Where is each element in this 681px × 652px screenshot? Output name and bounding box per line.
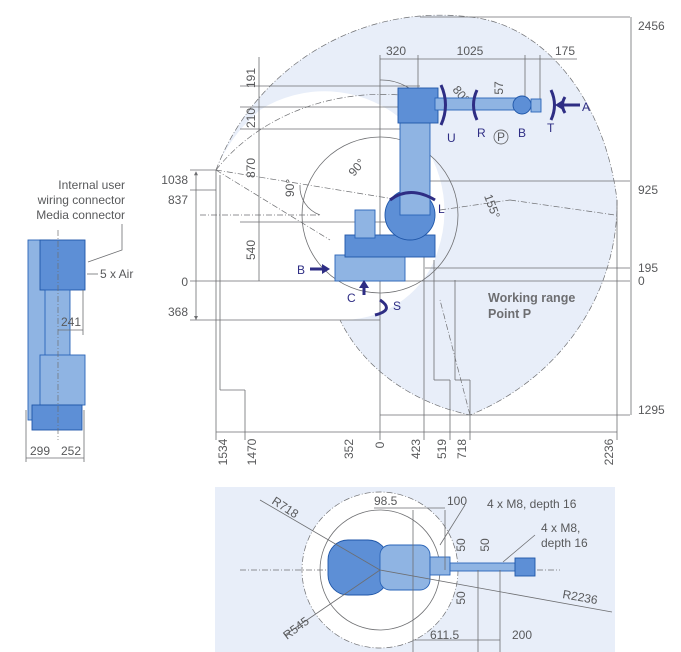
dim-0-left: 0: [181, 275, 188, 289]
dim-718: 718: [455, 439, 469, 459]
reference-lines: [190, 16, 630, 440]
dim-1295: 1295: [638, 403, 665, 417]
dim-57: 57: [492, 81, 506, 95]
m8-label-2b: depth 16: [541, 536, 588, 550]
axis-t-label: T: [547, 121, 555, 135]
dim-2456: 2456: [638, 19, 665, 33]
dim-200: 200: [512, 628, 532, 642]
radius-2236: R2236: [561, 587, 599, 607]
side-view-small: Internal user wiring connector Media con…: [25, 178, 133, 462]
top-dimensions: 320 1025 175 57: [380, 44, 577, 95]
dim-175: 175: [555, 44, 575, 58]
dim-0-right: 0: [638, 274, 645, 288]
axis-u-label: U: [447, 131, 456, 145]
connector-label-1: Internal user: [58, 178, 125, 192]
robot-side-view: [334, 87, 542, 282]
working-range-label-1: Working range: [488, 291, 575, 305]
dim-925: 925: [638, 183, 658, 197]
dim-1025: 1025: [457, 44, 484, 58]
dim-50-b: 50: [478, 538, 492, 552]
connector-label-2: wiring connector: [37, 193, 125, 207]
vertical-dimensions: 191 210 870 540: [244, 57, 260, 281]
dim-519: 519: [435, 439, 449, 459]
dim-870: 870: [244, 158, 258, 178]
axis-symbols: U R B T A L S C B P: [297, 84, 590, 317]
axis-r-label: R: [477, 126, 486, 140]
m8-label-1: 4 x M8, depth 16: [487, 497, 577, 511]
axis-b-label: B: [518, 126, 526, 140]
dim-0-bottom: 0: [373, 441, 387, 448]
angle-90-upper: 90°: [346, 156, 369, 179]
axis-c-label: C: [347, 291, 356, 305]
m8-label-2a: 4 x M8,: [541, 521, 580, 535]
air-label: 5 x Air: [100, 267, 133, 281]
right-dimensions: 2456 925 195 0 1295: [630, 17, 665, 417]
dim-1470: 1470: [245, 438, 259, 465]
point-p-marker: P: [497, 130, 505, 144]
dim-423: 423: [409, 439, 423, 459]
axis-b-side-label: B: [297, 263, 305, 277]
dim-352: 352: [342, 439, 356, 459]
dim-2236: 2236: [602, 438, 616, 465]
dim-299: 299: [30, 444, 50, 458]
dim-611-5: 611.5: [430, 628, 459, 642]
dim-368: 368: [168, 305, 188, 319]
dim-320: 320: [386, 44, 406, 58]
dim-50-a: 50: [454, 538, 468, 552]
dim-241: 241: [61, 315, 81, 329]
dim-1534: 1534: [216, 438, 230, 465]
dim-252: 252: [61, 444, 81, 458]
dim-837: 837: [168, 193, 188, 207]
dim-195: 195: [638, 261, 658, 275]
dim-540: 540: [244, 240, 258, 260]
working-range-label-2: Point P: [488, 307, 531, 321]
dim-210: 210: [244, 108, 258, 128]
bottom-dimensions: 1534 1470 352 0 423 519 718 2236: [216, 431, 617, 465]
dim-1038: 1038: [161, 173, 188, 187]
dim-191: 191: [244, 68, 258, 88]
axis-s-label: S: [393, 299, 401, 313]
connector-label-3: Media connector: [36, 208, 125, 222]
top-view: [215, 487, 615, 652]
angle-90-left: 90°: [283, 179, 297, 197]
axis-l-label: L: [438, 202, 445, 216]
axis-a-label: A: [582, 100, 590, 114]
dim-50-c: 50: [454, 591, 468, 605]
left-dimensions: 1038 837 0 368: [161, 171, 198, 320]
dim-100: 100: [447, 494, 467, 508]
dim-98-5: 98.5: [374, 494, 398, 508]
